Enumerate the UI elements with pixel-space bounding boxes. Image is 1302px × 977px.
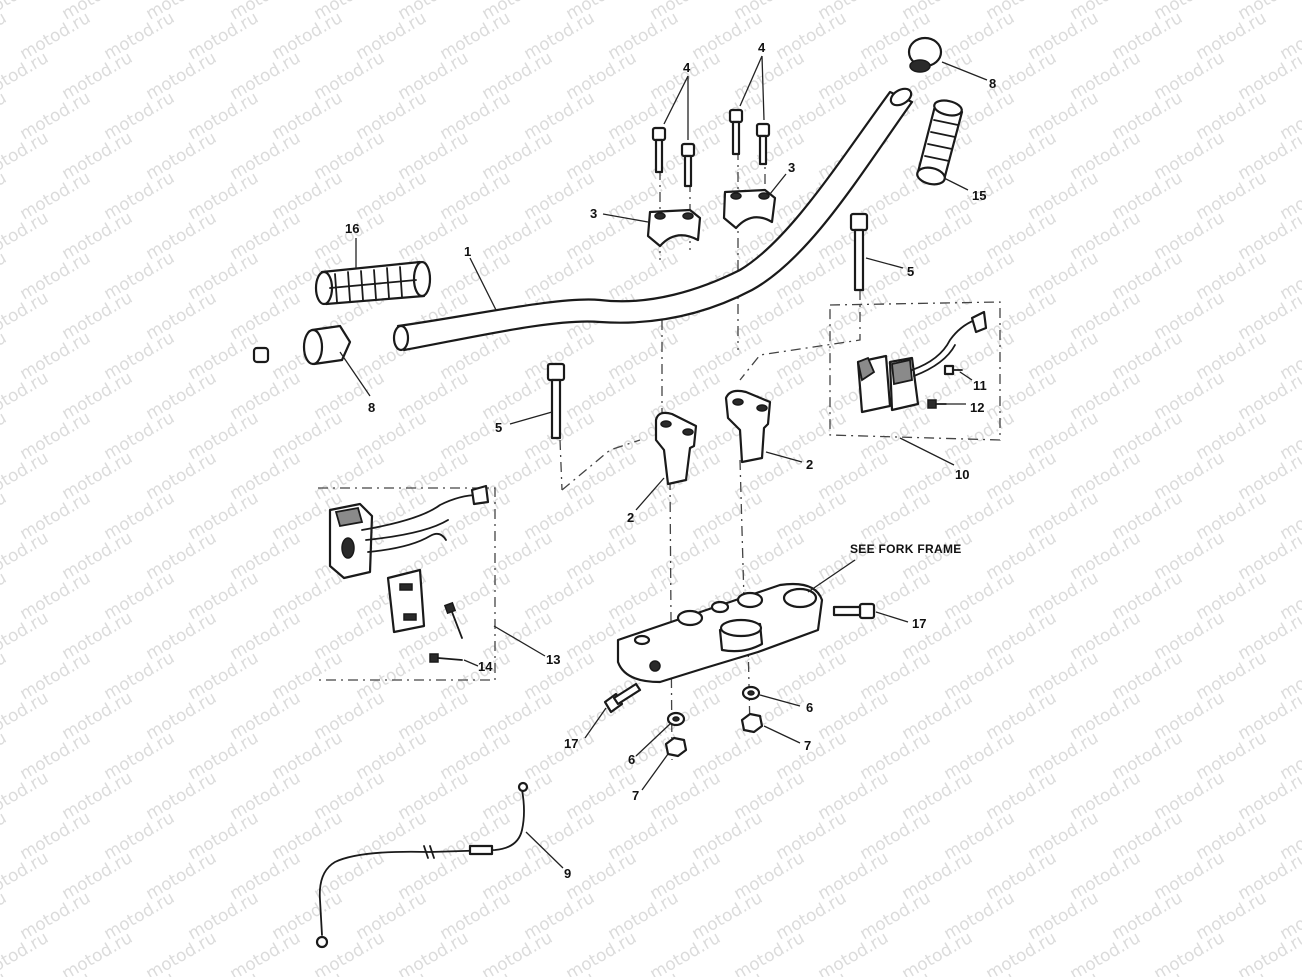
watermark-text: motod.ru: [1067, 928, 1145, 977]
watermark-text: motod.ru: [0, 448, 52, 504]
watermark-text: motod.ru: [1109, 968, 1187, 977]
callout-7-left: 7: [632, 788, 639, 803]
throttle-cable: [315, 781, 529, 949]
watermark-text: motod.ru: [0, 808, 10, 864]
watermark-text: motod.ru: [0, 528, 52, 584]
watermark-text: motod.ru: [269, 968, 347, 977]
watermark-text: motod.ru: [521, 968, 599, 977]
watermark-text: motod.ru: [0, 128, 52, 184]
watermark-text: motod.ru: [185, 968, 263, 977]
watermark-text: motod.ru: [0, 0, 52, 24]
watermark-text: motod.ru: [0, 768, 52, 824]
watermark-text: motod.ru: [689, 968, 767, 977]
watermark-text: motod.ru: [0, 48, 52, 104]
callout-6-left: 6: [628, 752, 635, 767]
watermark-text: motod.ru: [941, 968, 1019, 977]
callout-5-right: 5: [907, 264, 914, 279]
watermark-text: motod.ru: [1151, 928, 1229, 977]
callout-16: 16: [345, 221, 359, 236]
watermark-text: motod.ru: [0, 608, 52, 664]
watermark-text: motod.ru: [0, 328, 10, 384]
watermark-text: motod.ru: [899, 928, 977, 977]
watermark-text: motod.ru: [0, 368, 52, 424]
watermark-text: motod.ru: [0, 208, 52, 264]
watermark-text: motod.ru: [395, 928, 473, 977]
callout-6-right: 6: [806, 700, 813, 715]
callout-15: 15: [972, 188, 986, 203]
callout-12: 12: [970, 400, 984, 415]
watermark-text: motod.ru: [647, 928, 725, 977]
watermark-text: motod.ru: [815, 928, 893, 977]
risers: [654, 389, 772, 486]
watermark-text: motod.ru: [0, 648, 10, 704]
watermark-text: motod.ru: [605, 968, 683, 977]
watermark-text: motod.ru: [17, 968, 95, 977]
see-fork-frame-note: SEE FORK FRAME: [850, 542, 962, 556]
watermark-text: motod.ru: [983, 928, 1061, 977]
callout-14: 14: [478, 659, 493, 674]
watermark-text: motod.ru: [0, 288, 52, 344]
callout-10: 10: [955, 467, 969, 482]
callout-4-right: 4: [758, 40, 766, 55]
right-switch-assembly: [856, 310, 988, 414]
watermark-text: motod.ru: [101, 968, 179, 977]
watermark-text: motod.ru: [0, 688, 52, 744]
watermark-text: motod.ru: [1235, 928, 1302, 977]
watermark-text: motod.ru: [0, 888, 10, 944]
callout-3-left: 3: [590, 206, 597, 221]
watermark-text: motod.ru: [353, 968, 431, 977]
watermark-text: motod.ru: [773, 968, 851, 977]
watermark-text: motod.ru: [857, 968, 935, 977]
callout-7-right: 7: [804, 738, 811, 753]
pinch-bolts: [603, 602, 876, 714]
watermark-text: motod.ru: [437, 968, 515, 977]
watermark-text: motod.ru: [0, 488, 10, 544]
callout-5-left: 5: [495, 420, 502, 435]
callout-2-left: 2: [627, 510, 634, 525]
watermark-text: motod.ru: [479, 928, 557, 977]
watermark-text: motod.ru: [0, 568, 10, 624]
watermark-text: motod.ru: [563, 928, 641, 977]
callout-4-left: 4: [683, 60, 691, 75]
watermark-text: motod.ru: [143, 928, 221, 977]
clamp-bolts: [651, 108, 771, 188]
left-bar-end: [252, 324, 352, 366]
left-grip: [314, 260, 432, 306]
upper-clamps: [646, 188, 777, 248]
handlebar-tube: [392, 87, 914, 352]
callout-8-left: 8: [368, 400, 375, 415]
watermark-text: motod.ru: [1025, 968, 1103, 977]
callout-17-left: 17: [564, 736, 578, 751]
watermark-text: motod.ru: [0, 88, 10, 144]
watermark-text: motod.ru: [1277, 968, 1302, 977]
watermark-text: motod.ru: [0, 168, 10, 224]
watermark-text: motod.ru: [59, 928, 137, 977]
callout-17-right: 17: [912, 616, 926, 631]
callout-3-right: 3: [788, 160, 795, 175]
callout-9: 9: [564, 866, 571, 881]
watermark-text: motod.ru: [0, 848, 52, 904]
callout-1: 1: [464, 244, 471, 259]
watermark-text: motod.ru: [0, 728, 10, 784]
watermark-text: motod.ru: [0, 408, 10, 464]
callout-11: 11: [973, 378, 987, 393]
watermark-text: motod.ru: [0, 8, 10, 64]
callout-labels: 1 2 2 3 3 4 4 5 5 6 6 7 7 8 8 9 10 11 12…: [345, 40, 996, 881]
callout-2-right: 2: [806, 457, 813, 472]
leader-lines: [339, 55, 988, 869]
fork-top-bridge: [616, 582, 824, 684]
watermark-text: motod.ru: [731, 928, 809, 977]
right-grip: [916, 99, 964, 186]
callout-8-right: 8: [989, 76, 996, 91]
riser-bolts: [546, 212, 869, 440]
left-switch-assembly: [328, 484, 490, 663]
watermark-text: motod.ru: [227, 928, 305, 977]
callout-13: 13: [546, 652, 560, 667]
right-bar-end: [907, 36, 943, 73]
watermark-text: motod.ru: [1193, 968, 1271, 977]
watermark-text: motod.ru: [0, 248, 10, 304]
